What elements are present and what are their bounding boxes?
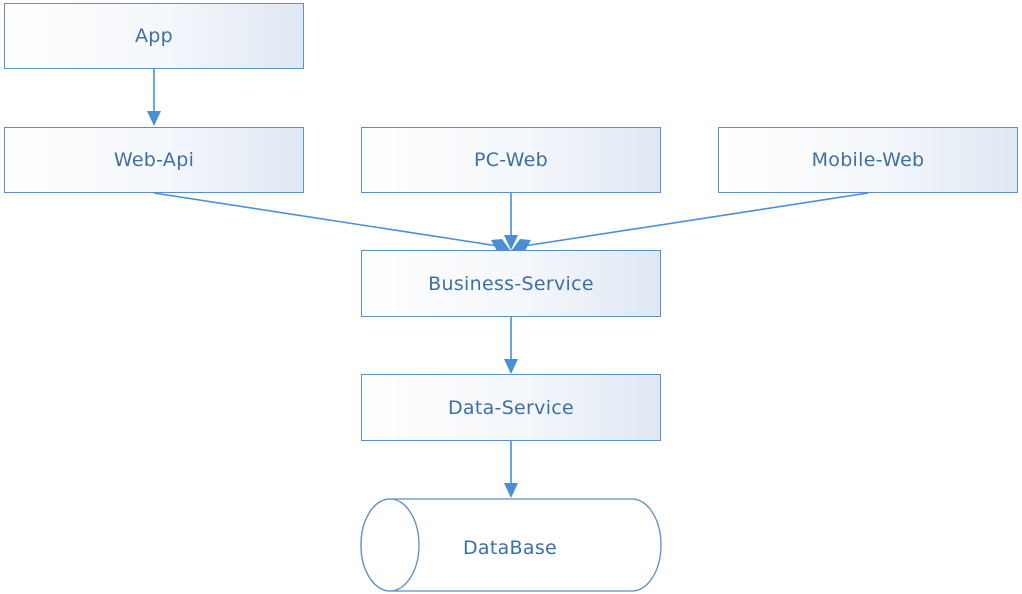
arrowhead-app-to-webapi [147,111,161,126]
arrowhead-mobileweb-to-business [512,239,531,251]
business-service-node-label: Business-Service [428,272,594,295]
data-service-node: Data-Service [361,374,661,441]
business-service-node: Business-Service [361,250,661,317]
arrowhead-pcweb-to-business [504,235,518,250]
edge-mobileweb-to-business [523,192,869,247]
database-node-label: DataBase [462,537,558,559]
app-node: App [4,3,304,69]
database-cylinder [360,498,662,592]
mobile-web-node-label: Mobile-Web [811,149,925,171]
pc-web-node-label: PC-Web [473,149,549,171]
edge-webapi-to-business [153,192,499,247]
database-cylinder-cap [360,498,420,592]
mobile-web-node: Mobile-Web [718,127,1018,193]
data-service-node-label: Data-Service [447,396,575,419]
arrowhead-dataservice-to-database [504,483,518,498]
arrowhead-business-to-dataservice [504,359,518,374]
edges [153,69,869,484]
arrowhead-webapi-to-business [491,239,510,251]
pc-web-node: PC-Web [361,127,661,193]
web-api-node: Web-Api [4,127,304,193]
app-node-label: App [134,25,174,47]
web-api-node-label: Web-Api [113,149,195,171]
arrowheads [147,111,531,498]
